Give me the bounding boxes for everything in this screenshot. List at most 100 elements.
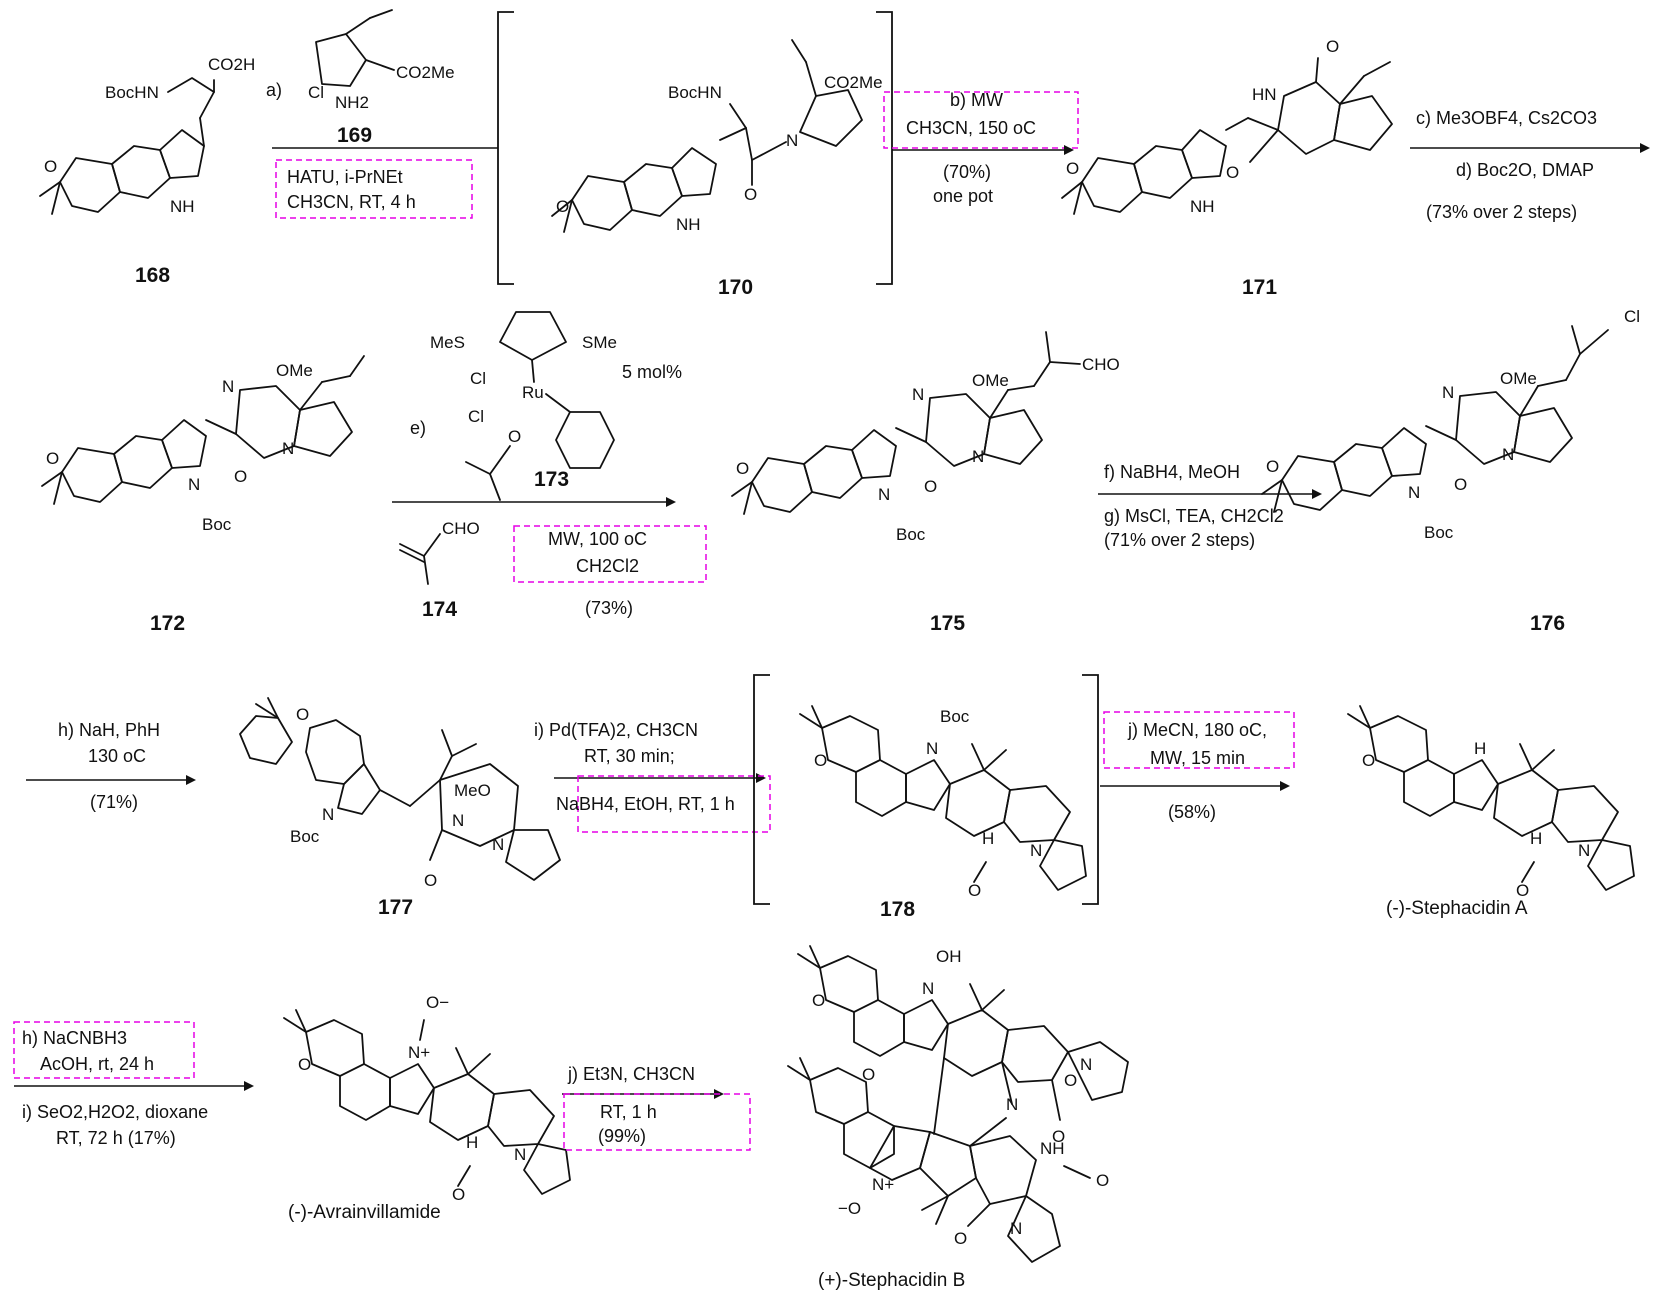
- atom-oh-stephb: OH: [936, 947, 962, 966]
- atom-n-175b: N: [972, 447, 984, 466]
- structure-174: CHO: [399, 519, 480, 585]
- atom-o-178: O: [814, 751, 827, 770]
- atom-o-176: O: [1454, 475, 1467, 494]
- atom-ominus-avr: O−: [426, 993, 449, 1012]
- atom-o-stephb-3: O: [1052, 1127, 1065, 1146]
- atom-n-176: N: [1442, 383, 1454, 402]
- atom-ome-172: OMe: [276, 361, 313, 380]
- atom-o-177b: O: [424, 871, 437, 890]
- atom-co2me-169: CO2Me: [396, 63, 455, 82]
- atom-n-172b: N: [282, 439, 294, 458]
- structure-168: BocHN CO2H O NH: [39, 55, 255, 216]
- label-168: 168: [135, 264, 170, 287]
- label-170: 170: [718, 276, 753, 299]
- atom-o-stephb-2: O: [1064, 1071, 1077, 1090]
- atom-o-172b: O: [46, 449, 59, 468]
- structure-173: MeS SMe Cl Ru Cl O: [430, 311, 617, 501]
- step-e-cond1: MW, 100 oC: [548, 529, 647, 549]
- step-b-note: one pot: [933, 186, 993, 206]
- atom-cl-173b: Cl: [468, 407, 484, 426]
- atom-o-stephb-5: O: [1096, 1171, 1109, 1190]
- label-173: 173: [534, 468, 569, 491]
- atom-co2me-170: CO2Me: [824, 73, 883, 92]
- atom-n-170: N: [786, 131, 798, 150]
- label-169: 169: [337, 124, 372, 147]
- step-g-cond2: (71% over 2 steps): [1104, 530, 1255, 550]
- atom-o-stepha: O: [1362, 751, 1375, 770]
- atom-n-176c: N: [1408, 483, 1420, 502]
- step-e-cat: 5 mol%: [622, 362, 682, 382]
- step-j2-yield: (99%): [598, 1126, 646, 1146]
- atom-n-stephb-2: N: [1080, 1055, 1092, 1074]
- step-i-cond3: NaBH4, EtOH, RT, 1 h: [556, 794, 735, 814]
- step-i2-cond2: RT, 72 h (17%): [56, 1128, 176, 1148]
- atom-cho-175: CHO: [1082, 355, 1120, 374]
- atom-n-178: N: [926, 739, 938, 758]
- atom-bochn-170: BocHN: [668, 83, 722, 102]
- bracket-left-170: [497, 11, 514, 285]
- atom-o-173: O: [508, 427, 521, 446]
- atom-o-176b: O: [1266, 457, 1279, 476]
- highlight-box-i: [577, 775, 771, 833]
- atom-h-stepha-b: H: [1530, 829, 1542, 848]
- highlight-box-j2: [563, 1093, 751, 1151]
- bracket-right-178: [1082, 674, 1099, 905]
- atom-o-171c: O: [1066, 159, 1079, 178]
- step-i2-cond1: i) SeO2,H2O2, dioxane: [22, 1102, 208, 1122]
- label-stephacidin-a: (-)-Stephacidin A: [1386, 898, 1528, 919]
- atom-n-172: N: [222, 377, 234, 396]
- atom-n-178b: N: [1030, 841, 1042, 860]
- atom-n-172c: N: [188, 475, 200, 494]
- step-b-yield: (70%): [943, 162, 991, 182]
- step-j-yield: (58%): [1168, 802, 1216, 822]
- atom-o-177: O: [296, 705, 309, 724]
- atom-o-175b: O: [736, 459, 749, 478]
- step-b-cond2: CH3CN, 150 oC: [906, 118, 1036, 138]
- atom-mes-173: MeS: [430, 333, 465, 352]
- step-e-label: e): [410, 418, 426, 438]
- label-avrainvillamide: (-)-Avrainvillamide: [288, 1202, 441, 1223]
- atom-ome-175: OMe: [972, 371, 1009, 390]
- atom-n-177: N: [322, 805, 334, 824]
- step-h2-cond2: AcOH, rt, 24 h: [40, 1054, 154, 1074]
- atom-ru-173: Ru: [522, 383, 544, 402]
- label-172: 172: [150, 612, 185, 635]
- label-175: 175: [930, 612, 965, 635]
- structure-176: OMe N N Cl O O N Boc: [1261, 307, 1640, 542]
- atom-o-178b: O: [968, 881, 981, 900]
- structure-172: OMe N N O O N Boc: [41, 355, 365, 534]
- atom-h-avr: H: [466, 1133, 478, 1152]
- atom-boc-178: Boc: [940, 707, 970, 726]
- arrowhead-j: [1280, 781, 1290, 791]
- label-stephacidin-b: (+)-Stephacidin B: [818, 1270, 965, 1291]
- atom-boc-177: Boc: [290, 827, 320, 846]
- step-d-cond: d) Boc2O, DMAP: [1456, 160, 1594, 180]
- arrowhead-e: [666, 497, 676, 507]
- atom-n-176b: N: [1502, 445, 1514, 464]
- bracket-left-178: [753, 674, 770, 905]
- atom-o-168: O: [44, 157, 57, 176]
- atom-o-stephb-1: O: [812, 991, 825, 1010]
- label-174: 174: [422, 598, 457, 621]
- atom-boc-176: Boc: [1424, 523, 1454, 542]
- atom-ominus-stephb: −O: [838, 1199, 861, 1218]
- atom-sme-173: SMe: [582, 333, 617, 352]
- step-h-yield: (71%): [90, 792, 138, 812]
- atom-h-178: H: [982, 829, 994, 848]
- atom-n-stephb-1: N: [922, 979, 934, 998]
- arrowhead-h: [186, 775, 196, 785]
- label-178: 178: [880, 898, 915, 921]
- atom-o-stephb-6: O: [954, 1229, 967, 1248]
- step-j2-cond1: j) Et3N, CH3CN: [567, 1064, 695, 1084]
- step-h-cond1: h) NaH, PhH: [58, 720, 160, 740]
- step-b-cond1: b) MW: [950, 90, 1003, 110]
- highlight-box-b: [883, 91, 1079, 149]
- structure-177: O N Boc MeO N N O: [239, 697, 561, 890]
- arrowhead-b: [1064, 145, 1074, 155]
- atom-n-stepha: N: [1578, 841, 1590, 860]
- step-a-cond1: HATU, i-PrNEt: [287, 167, 403, 187]
- step-f-cond: f) NaBH4, MeOH: [1104, 462, 1240, 482]
- structure-stephacidin-b: O N OH O N N O O N+ −O NH O N: [787, 945, 1129, 1263]
- atom-n-177b: N: [452, 811, 464, 830]
